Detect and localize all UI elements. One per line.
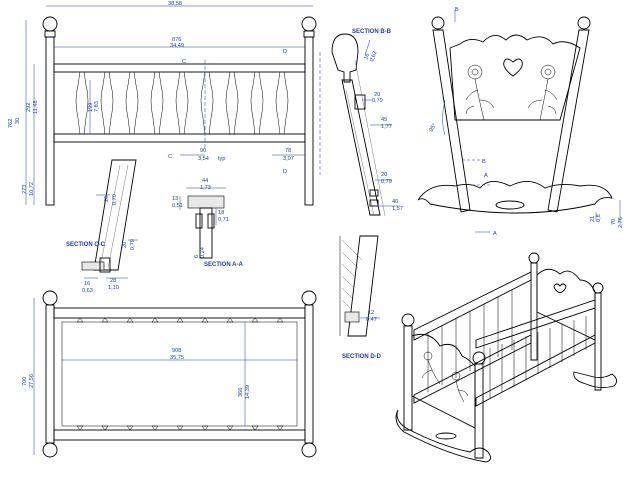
sec-a-t-mm: 6 <box>194 255 200 258</box>
dim-end-in: 3,07 <box>283 156 294 162</box>
sec-c-c-in: 0,63 <box>82 288 93 294</box>
left-post-finial <box>42 16 58 32</box>
dim-leg-mm: 273 <box>22 185 28 194</box>
dim-headboard-height-in: 30 <box>15 118 21 124</box>
dim-spindle-mm: 199 <box>88 103 94 112</box>
sec-b-d2-in: 1,77 <box>381 124 392 130</box>
left-post <box>45 36 55 206</box>
dim-end-mm: 78 <box>285 148 291 154</box>
sec-b-d2-mm: 45 <box>381 117 387 123</box>
end-left-finial <box>431 16 445 30</box>
dim-spacing-typ: typ <box>218 156 225 162</box>
sec-b-d1-mm: 20 <box>374 92 380 98</box>
sec-b-d3-mm: 20 <box>381 172 387 178</box>
left-flower-carving <box>465 64 495 121</box>
dim-rail-height-mm: 292 <box>26 103 32 112</box>
cut-c-bottom: C <box>168 154 172 160</box>
dim-inner-length-in: 34,49 <box>170 43 184 49</box>
plan-length-mm: 908 <box>172 348 181 354</box>
cut-a-bottom: A <box>493 231 497 237</box>
dim-rail-height-in: 11,48 <box>33 100 39 114</box>
cut-c-top: C <box>182 59 186 65</box>
dim-spindle-in: 7,83 <box>94 101 100 112</box>
sec-d-mm: 12 <box>368 310 374 316</box>
sec-c-b-in: 0,79 <box>130 239 136 250</box>
sec-b-d3-in: 0,79 <box>381 179 392 185</box>
plan-length-in: 35,75 <box>170 355 184 361</box>
plan-width-in: 14,39 <box>245 385 251 399</box>
sec-b-d4-mm: 40 <box>392 199 398 205</box>
sec-b-d4-in: 1,57 <box>392 206 403 212</box>
sec-a-w-mm: 44 <box>202 178 208 184</box>
sec-a-g-mm: 18 <box>218 210 224 216</box>
section-d-d <box>339 235 380 337</box>
label-section-d: SECTION D-D <box>342 354 382 360</box>
dim-leg-in: 10,72 <box>29 182 35 196</box>
section-c-c <box>81 159 138 279</box>
dim-overall-width: 38,58 <box>168 1 182 7</box>
dim-spacing-mm: 90 <box>200 148 206 154</box>
front-elevation <box>25 5 321 206</box>
heart-cutout <box>503 58 523 77</box>
rocker <box>417 181 613 214</box>
plan-view <box>33 290 317 458</box>
isometric-view <box>395 252 617 463</box>
plan-total-mm: 700 <box>22 377 28 386</box>
right-post-finial <box>301 16 317 32</box>
sec-c-a-mm: 20 <box>104 196 110 202</box>
end-right-post <box>547 29 590 213</box>
sec-c-b-mm: 20 <box>122 242 128 248</box>
sec-b-top-mm: 16 <box>363 53 371 61</box>
cut-b-bottom: B <box>482 159 486 165</box>
end-h-mm: 70 <box>611 219 617 225</box>
sec-c-c-mm: 16 <box>84 281 90 287</box>
section-a-a <box>179 187 226 259</box>
end-r-mm: 21 <box>590 216 596 222</box>
rocker-slot <box>495 200 525 210</box>
sec-a-h-mm: 13 <box>172 196 178 202</box>
sec-d-in: 0,47 <box>366 317 377 323</box>
top-rail <box>53 63 306 73</box>
sec-c-a-in: 0,79 <box>112 194 118 205</box>
end-r-in: 0,8 <box>596 214 602 222</box>
section-b-b <box>331 33 400 217</box>
sec-a-h-in: 0,51 <box>172 203 183 209</box>
sec-a-t-in: 0,24 <box>200 247 206 258</box>
right-post <box>304 36 314 206</box>
end-right-finial <box>577 16 591 30</box>
sec-b-d1-in: 0,79 <box>372 98 383 104</box>
dim-inner-length-mm: 876 <box>172 37 181 43</box>
cut-d-top: D <box>283 49 287 55</box>
label-section-a: SECTION A-A <box>204 262 243 268</box>
plan-width-mm: 366 <box>238 388 244 397</box>
dim-spacing-in: 3,54 <box>198 156 209 162</box>
sec-b-top-in: 0,63 <box>369 50 378 62</box>
plan-spindle-tops <box>76 317 284 431</box>
sec-a-w-in: 1,73 <box>200 185 211 191</box>
end-h-in: 2,76 <box>618 217 624 228</box>
spindles <box>75 71 289 135</box>
plan-total-in: 27,56 <box>29 374 35 388</box>
cut-b-top: B <box>455 7 459 13</box>
sec-a-g-in: 0,71 <box>218 217 229 223</box>
sec-c-d-mm: 28 <box>110 278 116 284</box>
label-section-c: SECTION C-C <box>66 242 106 248</box>
cut-d-bottom: D <box>283 169 287 175</box>
sec-c-d-in: 1,10 <box>108 285 119 291</box>
label-section-b: SECTION B-B <box>352 29 392 35</box>
right-flower-carving <box>527 64 558 121</box>
dim-headboard-height-mm: 762 <box>8 119 14 128</box>
cut-a-top: A <box>484 173 488 179</box>
end-elevation <box>417 10 621 233</box>
bottom-rail <box>53 133 306 143</box>
end-angle: 95° <box>429 123 438 133</box>
